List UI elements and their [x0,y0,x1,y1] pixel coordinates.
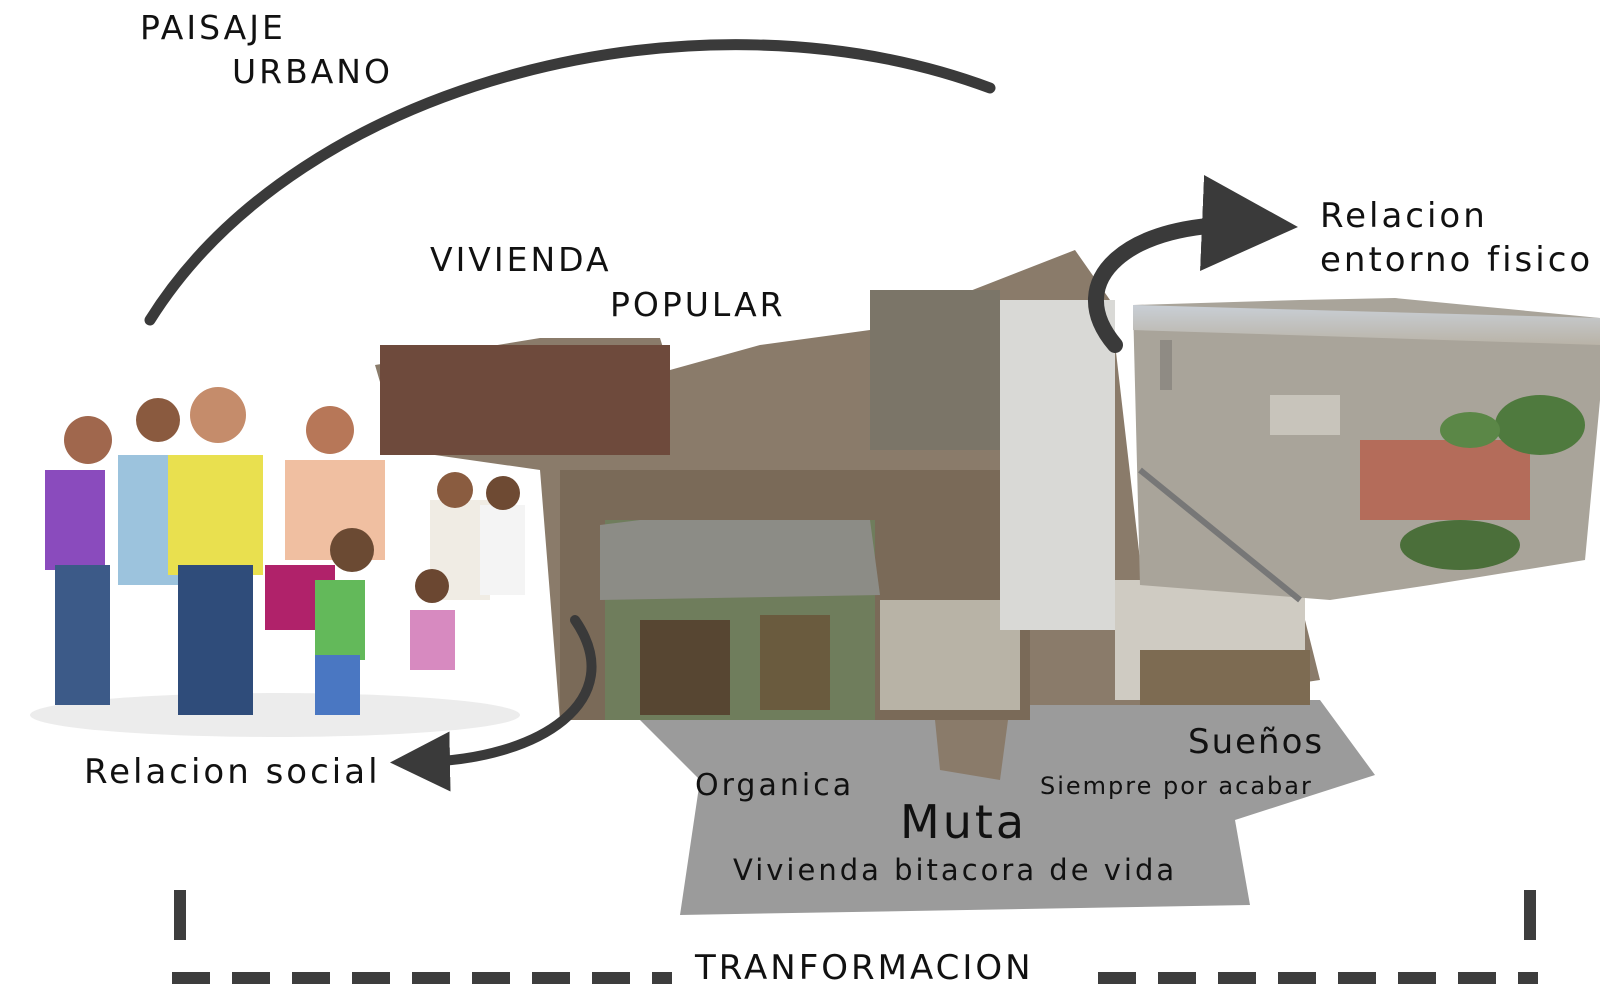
tranformacion-label: TRANFORMACION [695,948,1034,988]
paisaje-label-line2: URBANO [232,52,393,91]
relacion-entorno-label-line1: Relacion [1320,196,1488,236]
people-group-photo [30,387,525,737]
muta-label: Muta [900,795,1028,849]
relacion-social-arrow [390,615,597,792]
vivienda-label-line2: POPULAR [610,285,786,324]
relacion-entorno-arrow [1088,175,1298,353]
organica-label: Organica [695,768,855,803]
vivienda-label-line1: VIVIENDA [430,240,612,279]
paisaje-arc [144,39,996,326]
aerial-city-photo [1133,298,1600,603]
tranformacion-bracket [172,890,1538,984]
informal-housing-photo [375,250,1320,780]
siempre-label: Siempre por acabar [1040,772,1313,800]
relacion-entorno-label-line2: entorno fisico [1320,240,1594,280]
suenos-label: Sueños [1188,722,1325,762]
paisaje-label-line1: PAISAJE [140,8,286,47]
relacion-social-label: Relacion social [84,752,381,792]
text-panel [620,700,1375,915]
bitacora-label: Vivienda bitacora de vida [733,853,1178,887]
